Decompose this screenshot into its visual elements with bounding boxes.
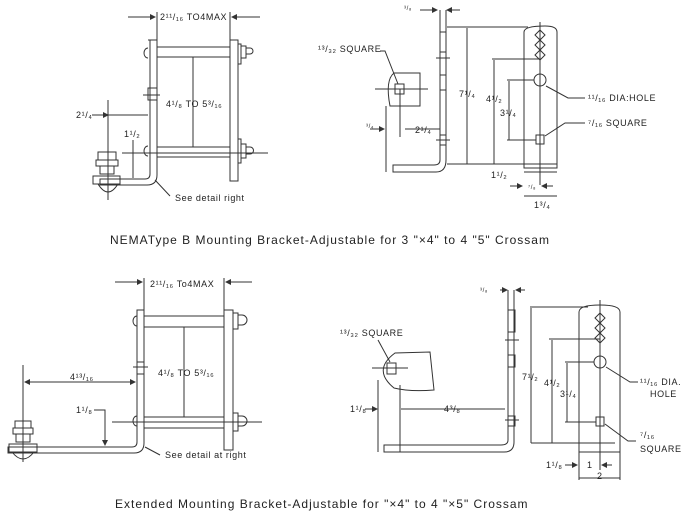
bottom-offset-dim: 4¹³/₁₆	[70, 372, 94, 382]
top-hole-spacing-dim: 3¹/₄	[500, 108, 517, 118]
top-height-dim: 4¹/₈ TO 5³/₁₆	[166, 99, 222, 109]
bottom-small-square-label-1: ⁷/₁₆	[640, 430, 655, 440]
bottom-callout: See detail at right	[165, 450, 246, 460]
bottom-thickness-dim: ³/₈	[480, 288, 488, 294]
top-callout: See detail right	[175, 193, 245, 203]
bottom-bottom-dim: 1¹/₈	[546, 460, 563, 470]
bottom-width-dim: 2¹¹/₁₆ To4MAX	[150, 279, 214, 289]
bottom-height-dim: 4¹/₈ TO 5³/₁₆	[158, 368, 214, 378]
top-left-view: 2¹¹/₁₆ TO4MAX 4¹/₈ TO 5³/₁₆ 2¹/₄ 1¹/₂ Se…	[76, 12, 268, 203]
top-slot-dim: 4¹/₂	[486, 94, 502, 104]
top-small-square-label: ⁷/₁₆ SQUARE	[588, 118, 648, 128]
bottom-total-height-dim: 7¹/₂	[522, 372, 538, 382]
top-half-width-dim: ⁷/₈	[528, 184, 536, 191]
bottom-offset-small-dim: 1¹/₈	[76, 405, 93, 415]
bottom-small-square-label-2: SQUARE	[640, 444, 682, 454]
bottom-mid-dim: 4³/₈	[444, 404, 461, 414]
top-offset-small-dim: 1¹/₂	[124, 129, 140, 139]
top-right-view: ³/₈ ¹³/₃₂ SQUARE ³/₄ 2¹/₄ 7¹/₄ 4¹/₂	[318, 6, 656, 210]
top-width-dim-right: 1³/₄	[534, 200, 551, 210]
bottom-caption: Extended Mounting Bracket-Adjustable for…	[115, 497, 529, 511]
bottom-hole-label-2: HOLE	[650, 389, 677, 399]
top-total-height-dim: 7¹/₄	[459, 89, 476, 99]
bottom-hole-spacing-dim: 3¹/₄	[560, 389, 577, 399]
bottom-square-label: ¹³/₃₂ SQUARE	[340, 328, 403, 338]
top-offset-dim: 2¹/₄	[76, 110, 93, 120]
bottom-slot-dim: 4¹/₂	[544, 378, 560, 388]
top-square-label: ¹³/₃₂ SQUARE	[318, 44, 381, 54]
bottom-left-dim: 1¹/₈	[350, 404, 367, 414]
bottom-hole-label-1: ¹¹/₁₆ DIA.	[640, 377, 681, 387]
top-thickness-dim: ³/₈	[404, 6, 412, 12]
bottom-left-view: 2¹¹/₁₆ To4MAX 4¹/₈ TO 5³/₁₆ 4¹³/₁₆ 1¹/₈ …	[7, 278, 262, 462]
top-left-dim: ³/₄	[366, 124, 374, 130]
bottom-right-view: ³/₈ ¹³/₃₂ SQUARE 1¹/₈ 4³/₈ 7¹/₂ 4¹/₂	[340, 287, 682, 481]
top-bottom-dim: 1¹/₂	[491, 170, 507, 180]
bottom-half-width-dim: 1	[587, 460, 593, 470]
top-mid-dim: 2¹/₄	[415, 125, 432, 135]
top-caption: NEMAType B Mounting Bracket-Adjustable f…	[110, 233, 550, 247]
bottom-width-dim-right: 2	[597, 471, 603, 481]
top-hole-label: ¹¹/₁₆ DIA:HOLE	[588, 93, 656, 103]
top-width-dim: 2¹¹/₁₆ TO4MAX	[160, 12, 227, 22]
